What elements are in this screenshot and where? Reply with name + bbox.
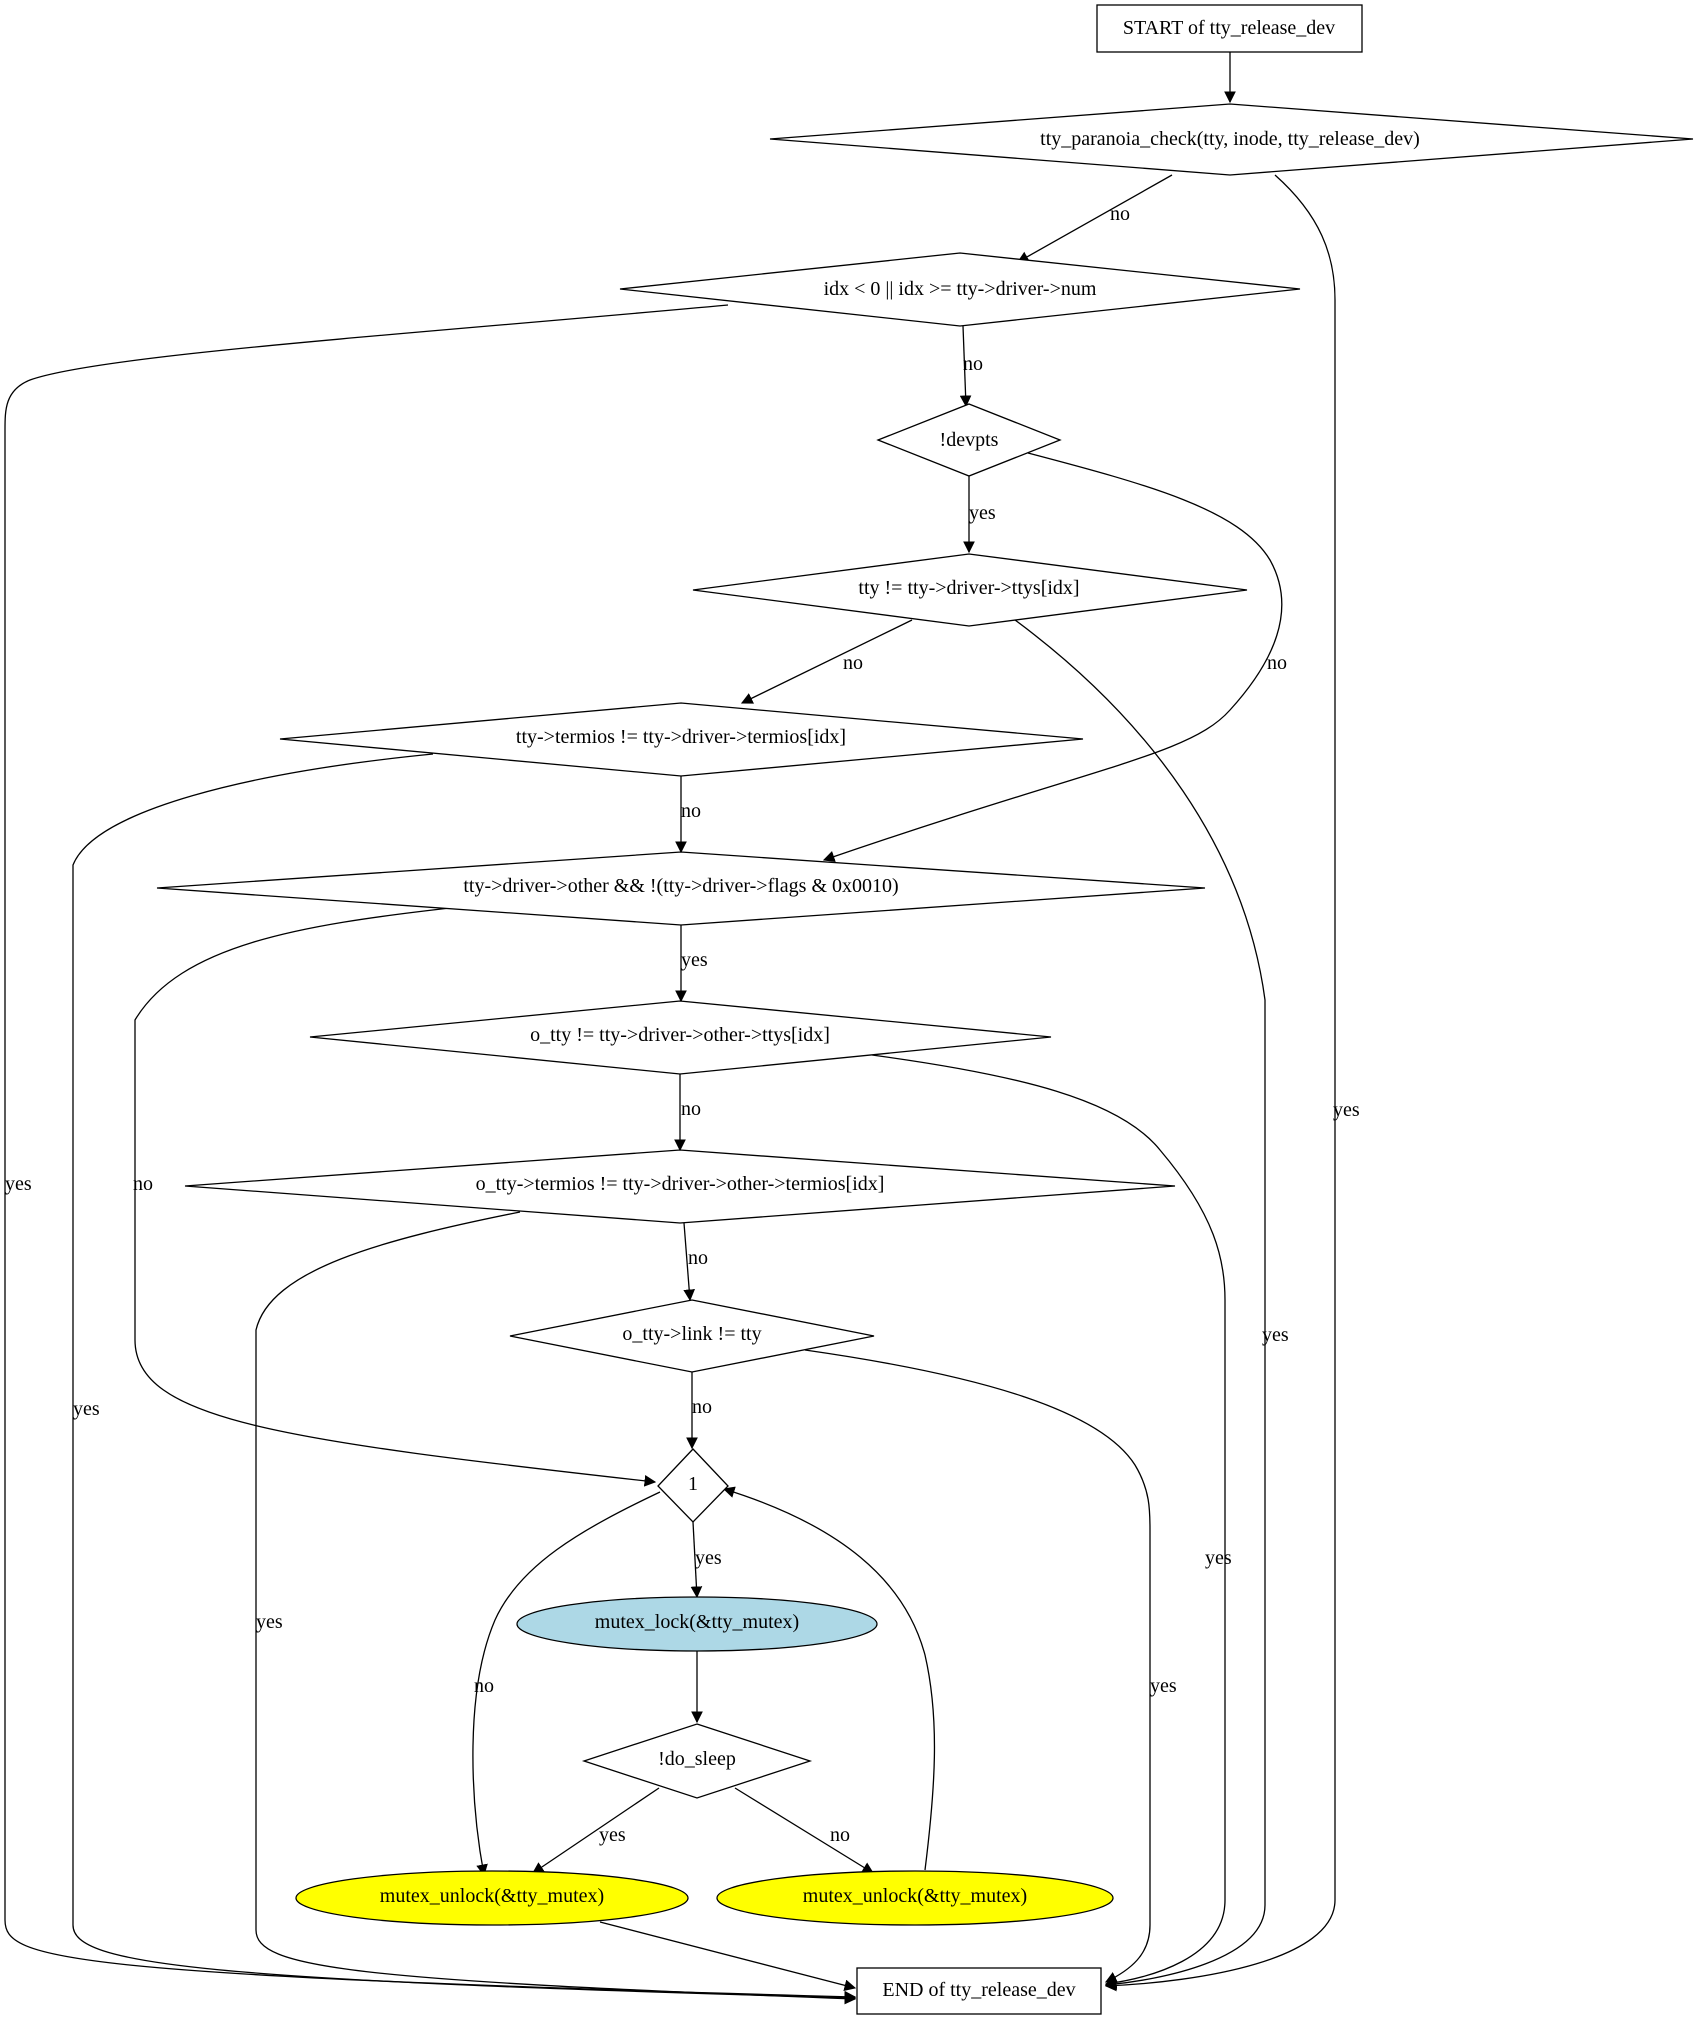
- svg-text:tty != tty->driver->ttys[idx]: tty != tty->driver->ttys[idx]: [858, 577, 1079, 599]
- node-mutex-unlock-yes: mutex_unlock(&tty_mutex): [295, 1870, 689, 1926]
- edge-ttys-end: [1014, 619, 1266, 1990]
- edge-paranoia-end: [1104, 174, 1336, 1992]
- edge-unlock2-loop: [722, 1486, 936, 1871]
- node-idx-check: idx < 0 || idx >= tty->driver->num: [619, 252, 1301, 327]
- svg-text:o_tty != tty->driver->other->t: o_tty != tty->driver->other->ttys[idx]: [530, 1024, 830, 1046]
- node-mutex-lock: mutex_lock(&tty_mutex): [516, 1596, 878, 1652]
- svg-text:o_tty->termios != tty->driver-: o_tty->termios != tty->driver->other->te…: [476, 1173, 885, 1195]
- label-o_link-no: no: [692, 1396, 712, 1418]
- label-ttys-no: no: [843, 652, 863, 674]
- svg-text:idx < 0 || idx >= tty->driver-: idx < 0 || idx >= tty->driver->num: [824, 278, 1097, 300]
- node-o-tty-link-check: o_tty->link != tty: [509, 1299, 875, 1373]
- edge-devpts-other: [822, 452, 1283, 863]
- label-other-yes: yes: [681, 949, 708, 971]
- label-o_ttys-yes: yes: [1205, 1547, 1232, 1569]
- node-ttys-check: tty != tty->driver->ttys[idx]: [692, 553, 1248, 627]
- svg-text:START of tty_release_dev: START of tty_release_dev: [1123, 17, 1335, 39]
- label-o_ttys-no: no: [681, 1098, 701, 1120]
- edge-unlock1-end: [599, 1921, 857, 1992]
- label-loop-no: no: [474, 1675, 494, 1697]
- label-termios-yes: yes: [73, 1398, 100, 1420]
- node-devpts: !devpts: [876, 403, 1062, 477]
- node-end: END of tty_release_dev: [856, 1967, 1102, 2015]
- node-termios-check: tty->termios != tty->driver->termios[idx…: [279, 702, 1084, 777]
- label-o_link-yes: yes: [1150, 1675, 1177, 1697]
- svg-text:tty->driver->other && !(tty->d: tty->driver->other && !(tty->driver->fla…: [463, 875, 898, 897]
- node-start: START of tty_release_dev: [1096, 4, 1363, 53]
- label-do_sleep-no: no: [830, 1824, 850, 1846]
- edge-termios-end: [72, 753, 857, 2004]
- edge-other-loop: [134, 907, 657, 1487]
- edge-idx-devpts: [959, 325, 972, 408]
- label-loop-yes: yes: [695, 1547, 722, 1569]
- edge-loop-lock: [690, 1521, 703, 1599]
- edge-labels: no yes no yes yes no no yes no yes yes n…: [5, 203, 1360, 1846]
- svg-text:tty->termios != tty->driver->t: tty->termios != tty->driver->termios[idx…: [516, 726, 846, 748]
- edge-do_sleep-unlock1: [532, 1787, 660, 1874]
- svg-text:o_tty->link != tty: o_tty->link != tty: [622, 1323, 761, 1345]
- label-paranoia-no: no: [1110, 203, 1130, 225]
- edge-idx-end: [4, 304, 857, 2003]
- edge-o_link-end: [804, 1349, 1151, 1983]
- svg-text:mutex_lock(&tty_mutex): mutex_lock(&tty_mutex): [595, 1611, 799, 1633]
- edge-o_termios-o_link: [683, 1222, 696, 1302]
- label-o_termios-yes: yes: [256, 1611, 283, 1633]
- edge-do_sleep-unlock2: [734, 1787, 874, 1874]
- node-paranoia-check: tty_paranoia_check(tty, inode, tty_relea…: [769, 103, 1694, 176]
- label-other-no: no: [133, 1173, 153, 1195]
- svg-text:mutex_unlock(&tty_mutex): mutex_unlock(&tty_mutex): [380, 1885, 604, 1907]
- svg-text:!do_sleep: !do_sleep: [658, 1748, 736, 1770]
- svg-text:!devpts: !devpts: [940, 429, 999, 451]
- node-mutex-unlock-no: mutex_unlock(&tty_mutex): [716, 1870, 1114, 1926]
- svg-text:END of tty_release_dev: END of tty_release_dev: [882, 1979, 1075, 2001]
- label-ttys-yes: yes: [1262, 1324, 1289, 1346]
- edge-loop-unlock1: [472, 1491, 661, 1877]
- label-termios-no: no: [681, 800, 701, 822]
- edge-o_termios-end: [255, 1211, 857, 2005]
- svg-text:mutex_unlock(&tty_mutex): mutex_unlock(&tty_mutex): [803, 1885, 1027, 1907]
- svg-text:1: 1: [688, 1473, 698, 1495]
- node-o-tty-ttys-check: o_tty != tty->driver->other->ttys[idx]: [309, 1000, 1052, 1075]
- label-paranoia-yes: yes: [1333, 1099, 1360, 1121]
- node-loop-condition: 1: [657, 1448, 729, 1523]
- label-o_termios-no: no: [688, 1247, 708, 1269]
- svg-text:tty_paranoia_check(tty, inode,: tty_paranoia_check(tty, inode, tty_relea…: [1040, 128, 1420, 150]
- node-driver-other-check: tty->driver->other && !(tty->driver->fla…: [156, 851, 1206, 926]
- label-devpts-yes: yes: [969, 502, 996, 524]
- edge-ttys-termios: [740, 619, 913, 704]
- edge-paranoia-idx: [1016, 174, 1173, 263]
- node-o-tty-termios-check: o_tty->termios != tty->driver->other->te…: [184, 1149, 1176, 1224]
- label-do_sleep-yes: yes: [599, 1824, 626, 1846]
- nodes: START of tty_release_dev tty_paranoia_ch…: [156, 4, 1694, 2015]
- label-idx-yes: yes: [5, 1173, 32, 1195]
- label-idx-no: no: [963, 353, 983, 375]
- edges: [4, 52, 1336, 2005]
- label-devpts-no: no: [1267, 652, 1287, 674]
- edge-o_ttys-end: [871, 1054, 1226, 1989]
- node-do-sleep: !do_sleep: [581, 1723, 813, 1799]
